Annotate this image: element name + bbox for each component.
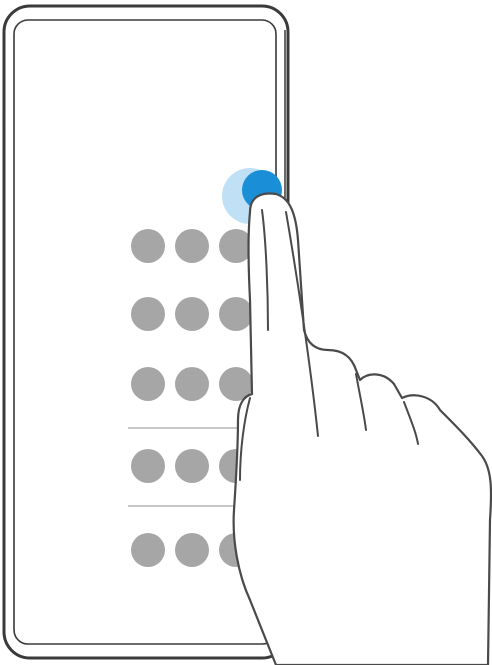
hand-outline	[234, 194, 491, 665]
app-icon[interactable]	[219, 297, 253, 331]
app-icon[interactable]	[131, 229, 165, 263]
app-icon[interactable]	[131, 367, 165, 401]
app-icon[interactable]	[175, 367, 209, 401]
app-icon[interactable]	[131, 533, 165, 567]
app-icon[interactable]	[131, 449, 165, 483]
hand-icon	[234, 194, 491, 665]
app-icon[interactable]	[175, 449, 209, 483]
app-icon[interactable]	[175, 229, 209, 263]
app-icon[interactable]	[175, 533, 209, 567]
app-icon[interactable]	[175, 297, 209, 331]
app-icon[interactable]	[131, 297, 165, 331]
